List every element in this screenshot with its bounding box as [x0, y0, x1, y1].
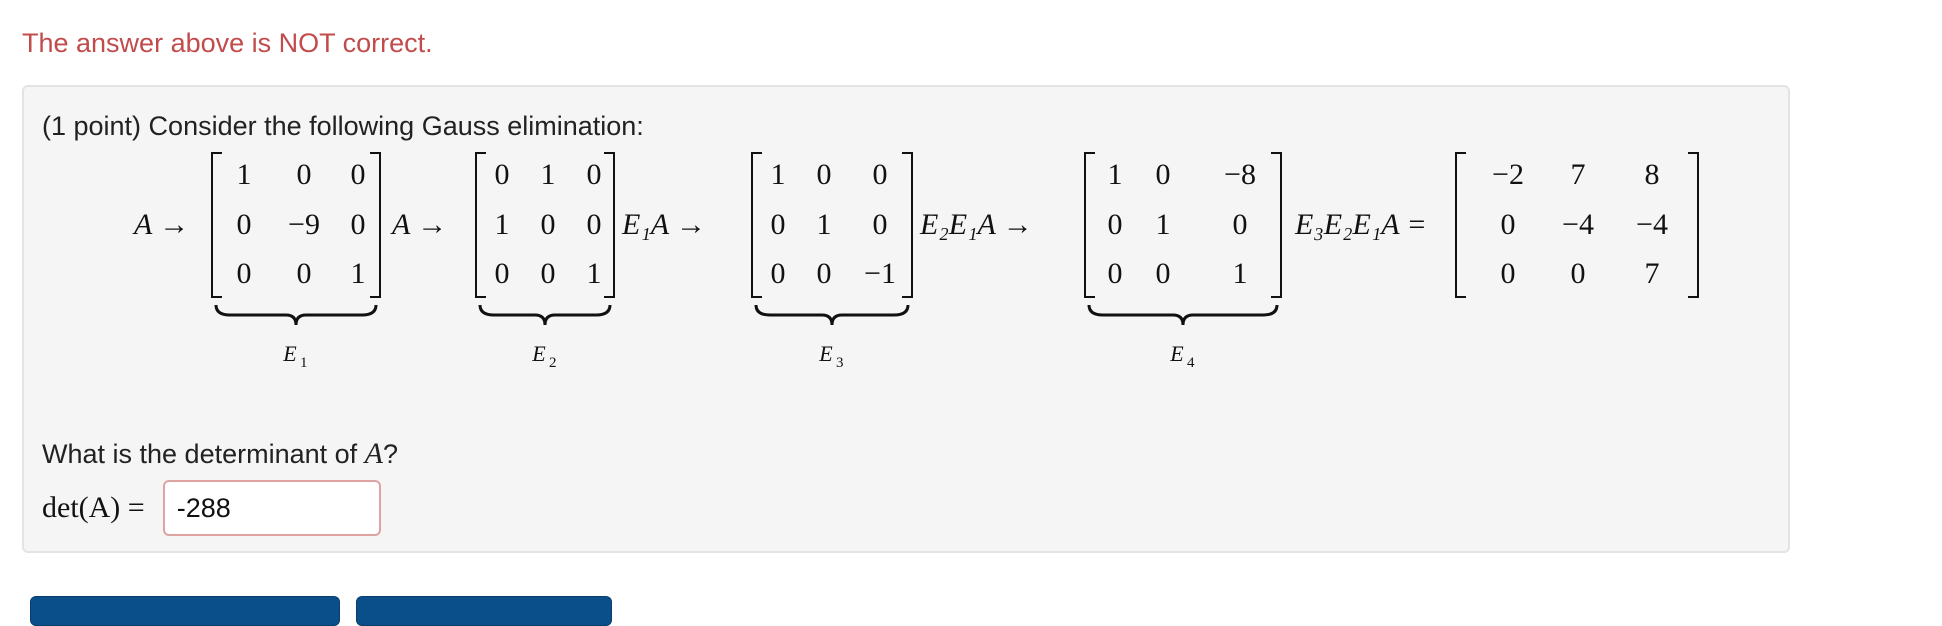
determinant-label: det(A) =	[42, 491, 145, 524]
determinant-question: What is the determinant of A?	[42, 437, 398, 471]
matrix-e1-entry: 1	[351, 257, 366, 290]
matrix-e1-left-bracket	[211, 152, 222, 298]
matrix-e4-entry: 0	[1156, 158, 1171, 191]
matrix-e1-entry: 1	[237, 158, 252, 191]
matrix-e4-entry: 1	[1156, 208, 1171, 241]
matrix-e3-entry: 1	[771, 158, 786, 191]
matrix-e4-entry: 0	[1108, 257, 1123, 290]
label-e3: E	[818, 341, 833, 366]
matrix-e4-left-bracket	[1084, 152, 1095, 298]
matrix-e4-entry: 0	[1233, 208, 1248, 241]
matrix-e2-entry: 0	[587, 158, 602, 191]
question-variable: A	[364, 437, 383, 470]
question-suffix: ?	[382, 439, 399, 469]
question-prefix: What is the determinant of	[42, 439, 365, 469]
matrix-e4-entry: 0	[1108, 208, 1123, 241]
matrix-e1-entry: 0	[237, 208, 252, 241]
underbrace-e2	[478, 304, 612, 326]
matrix-e2-entry: 1	[495, 208, 510, 241]
problem-intro: (1 point) Consider the following Gauss e…	[42, 111, 644, 141]
underbrace-e1	[214, 304, 378, 326]
matrix-e2-entry: 1	[587, 257, 602, 290]
matrix-e3-right-bracket	[902, 152, 913, 298]
matrix-e2-entry: 0	[495, 257, 510, 290]
step-1-lhs: A →	[132, 208, 189, 241]
matrix-e3-entry: 0	[771, 208, 786, 241]
problem-panel: (1 point) Consider the following Gauss e…	[22, 85, 1790, 553]
matrix-final-entry: −4	[1636, 208, 1668, 241]
preview-answers-button[interactable]	[356, 596, 612, 626]
matrix-e3-left-bracket	[751, 152, 762, 298]
step-4-lhs: E₂E₁A →	[919, 208, 1033, 241]
matrix-e1-entry: 0	[237, 257, 252, 290]
matrix-e3-entry: 1	[817, 208, 832, 241]
matrix-e2-left-bracket	[475, 152, 486, 298]
step-2-lhs: A →	[390, 208, 447, 241]
matrix-final-entry: 8	[1645, 158, 1660, 191]
matrix-e2-entry: 0	[587, 208, 602, 241]
matrix-e2-entry: 1	[541, 158, 556, 191]
matrix-e4-entry: 0	[1156, 257, 1171, 290]
matrix-e2-entry: 0	[495, 158, 510, 191]
label-e3-subscript: 3	[836, 355, 844, 371]
matrix-e3-entry: 0	[817, 257, 832, 290]
matrix-e1-entry: 0	[351, 158, 366, 191]
label-e2: E	[531, 341, 546, 366]
matrix-final-entry: −2	[1492, 158, 1524, 191]
matrix-final-right-bracket	[1688, 152, 1699, 298]
matrix-final-entry: 0	[1501, 257, 1516, 290]
feedback-message: The answer above is NOT correct.	[22, 28, 433, 58]
matrix-e3-entry: 0	[873, 158, 888, 191]
label-e1: E	[282, 341, 297, 366]
matrix-e1-entry: −9	[288, 208, 320, 241]
matrix-e2-right-bracket	[604, 152, 615, 298]
matrix-e2-entry: 0	[541, 257, 556, 290]
matrix-e1-entry: 0	[351, 208, 366, 241]
submit-answers-button[interactable]	[30, 596, 340, 626]
matrix-e4-entry: 1	[1233, 257, 1248, 290]
matrix-e4-right-bracket	[1271, 152, 1282, 298]
matrix-e1-right-bracket	[370, 152, 381, 298]
matrix-e3-entry: 0	[771, 257, 786, 290]
matrix-e1-entry: 0	[297, 158, 312, 191]
matrix-e2-entry: 0	[541, 208, 556, 241]
matrix-final-entry: 0	[1571, 257, 1586, 290]
matrix-final-entry: −4	[1562, 208, 1594, 241]
label-e4: E	[1169, 341, 1184, 366]
label-e4-subscript: 4	[1187, 355, 1195, 371]
label-e1-subscript: 1	[300, 355, 308, 371]
matrix-e4-entry: 1	[1108, 158, 1123, 191]
underbrace-e3	[754, 304, 910, 326]
matrix-final-left-bracket	[1455, 152, 1466, 298]
matrix-final-entry: 7	[1645, 257, 1660, 290]
underbrace-e4	[1087, 304, 1279, 326]
matrix-e4-entry: −8	[1224, 158, 1256, 191]
matrix-final-entry: 0	[1501, 208, 1516, 241]
final-lhs: E₃E₂E₁A =	[1294, 208, 1427, 241]
matrix-e3-entry: 0	[873, 208, 888, 241]
step-3-lhs: E₁A →	[621, 208, 706, 241]
matrix-final-entry: 7	[1571, 158, 1586, 191]
matrix-e3-entry: 0	[817, 158, 832, 191]
matrix-e1-entry: 0	[297, 257, 312, 290]
label-e2-subscript: 2	[549, 355, 557, 371]
determinant-answer-input[interactable]	[162, 480, 381, 536]
determinant-answer-row: det(A) =	[42, 479, 381, 537]
matrix-e3-entry: −1	[864, 257, 896, 290]
